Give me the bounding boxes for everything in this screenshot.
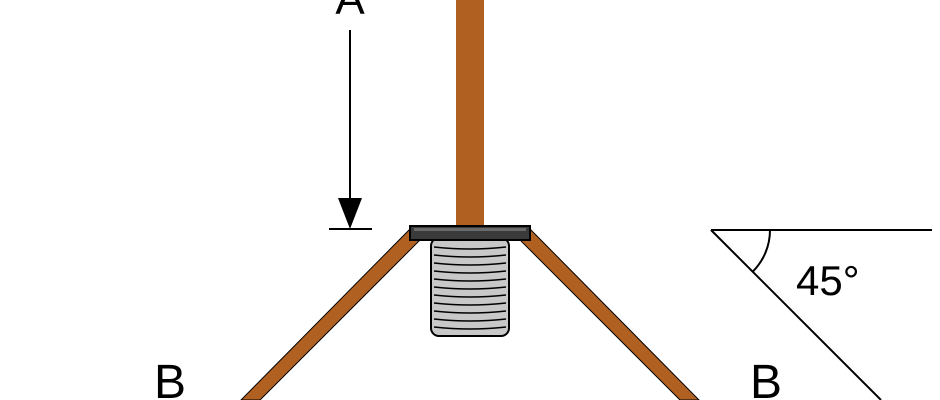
thread-line (433, 302, 507, 306)
thread-line (433, 246, 507, 250)
connector-body (430, 237, 510, 337)
thread-line (433, 278, 507, 282)
radial-label-right: B (750, 356, 782, 400)
thread-line (433, 326, 507, 330)
radial-right (517, 229, 700, 400)
angle-label: 45° (796, 257, 860, 304)
thread-line (433, 286, 507, 290)
thread-line (433, 294, 507, 298)
thread-line (433, 254, 507, 258)
radial-label-left: B (154, 356, 186, 400)
thread-line (433, 310, 507, 314)
thread-line (433, 262, 507, 266)
dimension-arrow-a (329, 30, 372, 230)
insulator-cap (409, 225, 531, 241)
angle-reference (710, 229, 932, 400)
thread-line (433, 270, 507, 274)
dimension-label-a: A (335, 0, 365, 24)
thread-line (433, 318, 507, 322)
vertical-element (456, 0, 484, 228)
connector-threads (433, 246, 507, 330)
radial-left (240, 229, 423, 400)
